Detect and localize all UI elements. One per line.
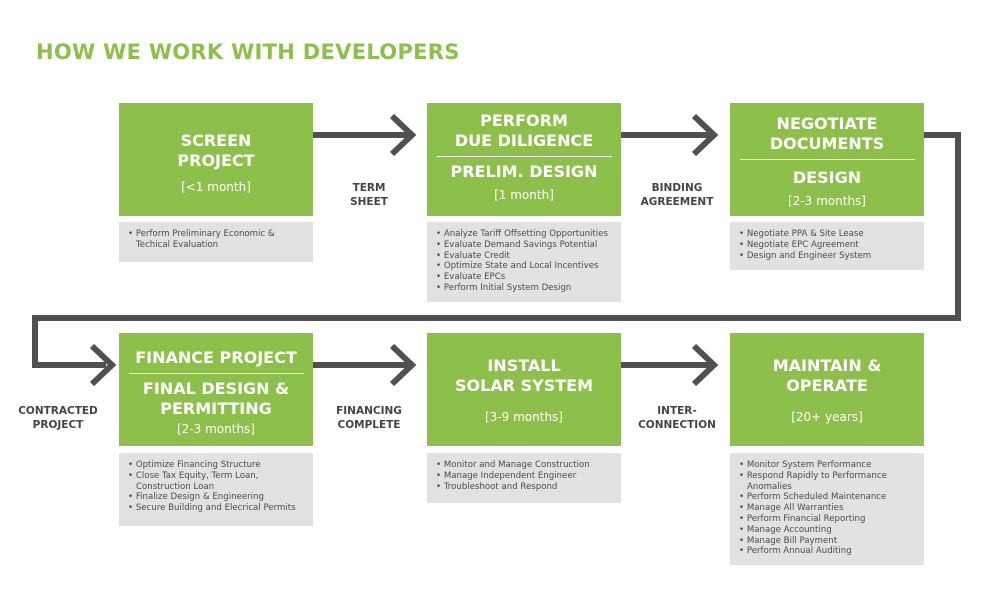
step-duration: [1 month] [494, 188, 554, 202]
arrowhead-2 [691, 113, 719, 157]
task-item: Troubleshoot and Respond [435, 482, 613, 493]
task-item: Perform Preliminary Economic & Techical … [127, 229, 305, 251]
step-due-diligence: PERFORM DUE DILIGENCE PRELIM. DESIGN [1 … [427, 103, 621, 216]
transition-financing-complete: FINANCING COMPLETE [336, 405, 402, 431]
step-heading: NEGOTIATE DOCUMENTS [769, 114, 885, 153]
task-item: Monitor System Performance [738, 460, 916, 471]
transition-contracted-project: CONTRACTED PROJECT [18, 405, 98, 431]
task-item: Finalize Design & Engineering [127, 492, 305, 503]
step-install-solar-system: INSTALL SOLAR SYSTEM [3-9 months] [427, 333, 621, 446]
transition-interconnection: INTER- CONNECTION [638, 405, 716, 431]
step-heading: INSTALL SOLAR SYSTEM [455, 356, 593, 395]
arrowhead-1 [389, 113, 417, 157]
task-item: Analyze Tariff Offsetting Opportunities [435, 229, 613, 240]
transition-term-sheet: TERM SHEET [350, 182, 388, 208]
step-task-list: Monitor and Manage Construction Manage I… [427, 453, 621, 503]
page-title: HOW WE WORK WITH DEVELOPERS [36, 40, 460, 64]
step-task-list: Analyze Tariff Offsetting Opportunities … [427, 222, 621, 302]
step-divider [739, 159, 915, 160]
task-item: Perform Scheduled Maintenance [738, 492, 916, 503]
task-item: Perform Financial Reporting [738, 514, 916, 525]
task-item: Evaluate EPCs [435, 272, 613, 283]
task-item: Negotiate EPC Agreement [738, 240, 916, 251]
step-duration: [3-9 months] [485, 410, 563, 424]
task-item: Monitor and Manage Construction [435, 460, 613, 471]
step-divider [128, 373, 304, 374]
task-item: Perform Initial System Design [435, 283, 613, 294]
task-item: Perform Annual Auditing [738, 546, 916, 557]
step-divider [436, 156, 612, 157]
task-item: Optimize State and Local Incentives [435, 261, 613, 272]
task-item: Manage Accounting [738, 525, 916, 536]
step-task-list: Negotiate PPA & Site Lease Negotiate EPC… [730, 222, 924, 270]
task-item: Design and Engineer System [738, 251, 916, 262]
step-subheading: DESIGN [792, 168, 862, 187]
task-item: Manage All Warranties [738, 503, 916, 514]
task-item: Respond Rapidly to Performance Anomalies [738, 471, 916, 493]
task-item: Evaluate Demand Savings Potential [435, 240, 613, 251]
transition-binding-agreement: BINDING AGREEMENT [640, 182, 714, 208]
task-item: Close Tax Equity, Term Loan, Constructio… [127, 471, 305, 493]
connector-wrap-line [32, 132, 961, 368]
step-task-list: Optimize Financing Structure Close Tax E… [119, 453, 313, 526]
step-subheading: PRELIM. DESIGN [450, 162, 598, 181]
step-heading: PERFORM DUE DILIGENCE [454, 111, 594, 150]
arrowhead-4 [389, 343, 417, 387]
step-finance-project: FINANCE PROJECT FINAL DESIGN & PERMITTIN… [119, 333, 313, 446]
arrowhead-5 [691, 343, 719, 387]
arrowhead-3 [89, 343, 117, 387]
step-task-list: Perform Preliminary Economic & Techical … [119, 222, 313, 262]
step-subheading: FINAL DESIGN & PERMITTING [142, 379, 290, 418]
task-item: Manage Bill Payment [738, 536, 916, 547]
step-duration: [2-3 months] [177, 422, 255, 436]
step-heading: MAINTAIN & OPERATE [772, 356, 882, 395]
task-item: Evaluate Credit [435, 251, 613, 262]
task-item: Secure Building and Elecrical Permits [127, 503, 305, 514]
task-item: Negotiate PPA & Site Lease [738, 229, 916, 240]
step-task-list: Monitor System Performance Respond Rapid… [730, 453, 924, 565]
step-heading: FINANCE PROJECT [135, 348, 297, 367]
step-maintain-operate: MAINTAIN & OPERATE [20+ years] [730, 333, 924, 446]
step-duration: [<1 month] [181, 180, 251, 194]
step-screen-project: SCREEN PROJECT [<1 month] [119, 103, 313, 216]
step-duration: [2-3 months] [788, 194, 866, 208]
task-item: Optimize Financing Structure [127, 460, 305, 471]
step-duration: [20+ years] [791, 410, 863, 424]
task-item: Manage Independent Engineer [435, 471, 613, 482]
step-negotiate-documents: NEGOTIATE DOCUMENTS DESIGN [2-3 months] [730, 103, 924, 216]
step-heading: SCREEN PROJECT [177, 131, 255, 170]
